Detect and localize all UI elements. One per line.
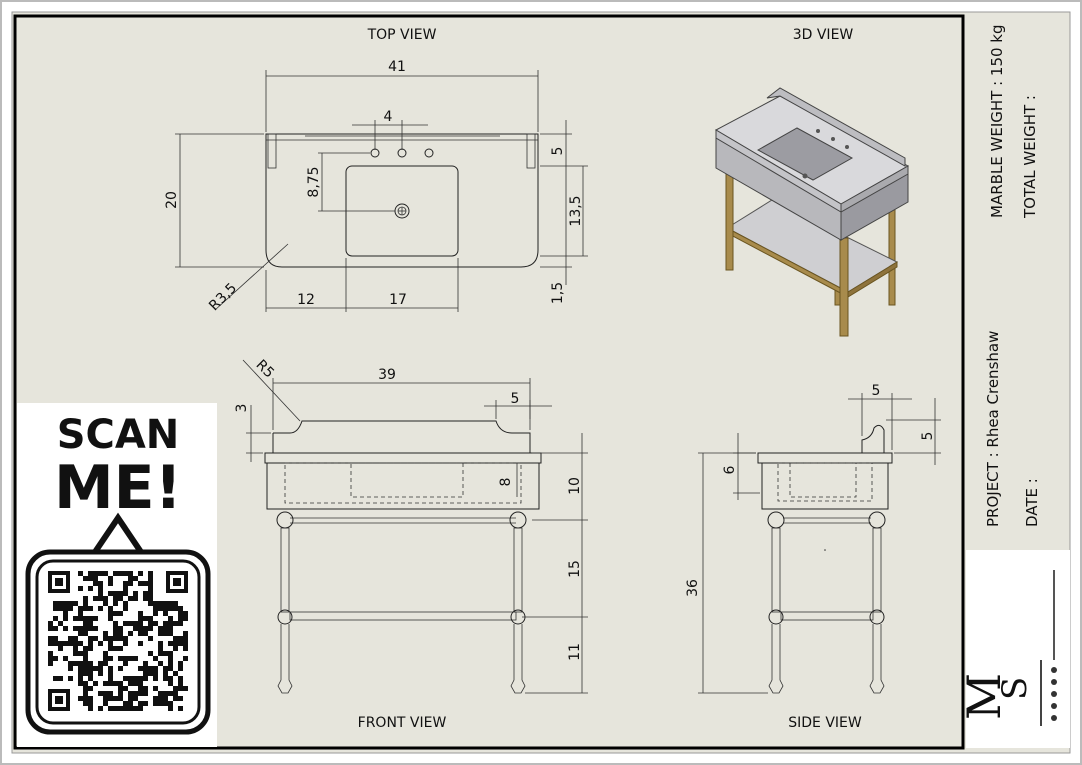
top-view-drawing <box>175 70 588 312</box>
front-view-title: FRONT VIEW <box>358 715 447 731</box>
dim-front-leg: 11 <box>567 643 583 661</box>
dim-front-splash-height: 3 <box>234 404 250 413</box>
dim-top-back: 5 <box>550 147 566 156</box>
dim-top-basin-depth: 13,5 <box>568 195 584 226</box>
dim-front-splash-depth: 5 <box>511 391 520 407</box>
dim-top-basin-width: 17 <box>389 292 407 308</box>
qr-scan-text: SCAN <box>57 412 180 458</box>
dim-side-splash: 5 <box>872 383 881 399</box>
dim-top-depth: 20 <box>164 191 180 209</box>
side-view-drawing <box>698 393 941 694</box>
dim-front-top-width: 39 <box>378 367 396 383</box>
dim-side-total-height: 36 <box>685 579 701 597</box>
dim-top-holes: 4 <box>384 109 393 125</box>
dim-side-splash-height: 5 <box>920 432 936 441</box>
dim-front-mid: 15 <box>567 560 583 578</box>
dim-top-basin-offset: 8,75 <box>306 166 322 197</box>
drawing-frame <box>13 14 965 750</box>
svg-text:M: M <box>957 673 1011 720</box>
top-view-title: TOP VIEW <box>367 27 437 43</box>
3d-view-render <box>714 87 910 337</box>
svg-text:S: S <box>995 677 1035 700</box>
side-view-title: SIDE VIEW <box>788 715 862 731</box>
date-label: DATE : <box>1023 478 1041 527</box>
3d-view-title: 3D VIEW <box>793 27 854 43</box>
dim-front-apron-inner: 8 <box>498 478 514 487</box>
company-logo: M S <box>957 570 1057 726</box>
qr-code-icon[interactable] <box>25 512 211 735</box>
logo-box <box>966 550 1070 748</box>
dim-top-width: 41 <box>388 59 406 75</box>
dim-top-front: 1,5 <box>550 282 566 304</box>
dim-top-left: 12 <box>297 292 315 308</box>
marble-weight-label: MARBLE WEIGHT : 150 kg <box>988 24 1006 218</box>
qr-me-text: ME! <box>54 453 182 523</box>
dim-side-apron: 6 <box>722 465 738 474</box>
front-view-drawing <box>242 359 588 694</box>
dim-front-apron: 10 <box>567 477 583 495</box>
total-weight-label: TOTAL WEIGHT : <box>1021 95 1039 219</box>
project-label: PROJECT : Rhea Crenshaw <box>984 331 1002 527</box>
